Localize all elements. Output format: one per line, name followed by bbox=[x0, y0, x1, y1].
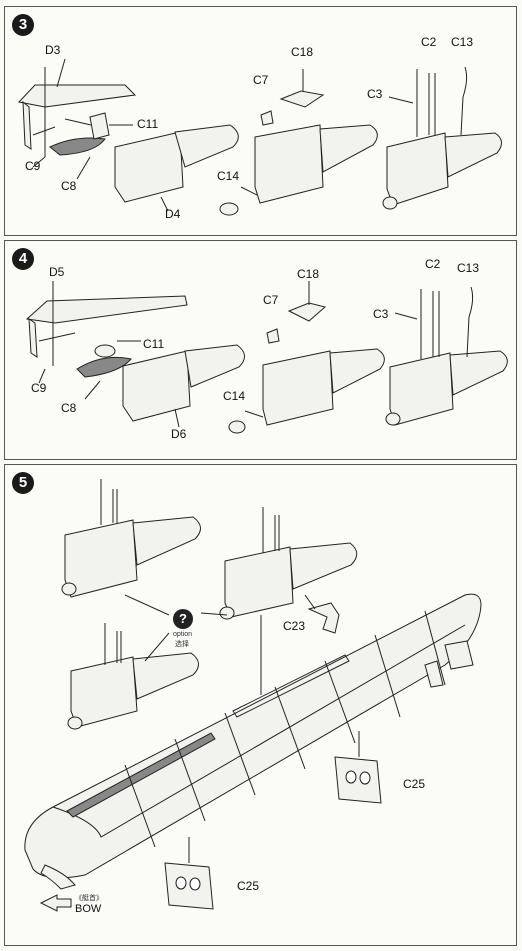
label-c2: C2 bbox=[421, 35, 437, 49]
step-number: 5 bbox=[12, 472, 34, 494]
option-tower-2 bbox=[200, 507, 358, 695]
label-c25-right: C25 bbox=[403, 777, 426, 791]
label-c3: C3 bbox=[367, 87, 383, 101]
bow-label-cn: 《艇首》 bbox=[75, 895, 103, 902]
label-c7: C7 bbox=[263, 293, 279, 307]
label-c25-left: C25 bbox=[237, 879, 260, 893]
option-label-cn: 选择 bbox=[175, 641, 189, 648]
label-c13: C13 bbox=[457, 261, 480, 275]
step-4-panel: 4 bbox=[4, 240, 517, 460]
step-4-drawing bbox=[25, 281, 508, 434]
label-c11: C11 bbox=[137, 117, 159, 131]
bow-label: BOW bbox=[75, 903, 102, 915]
label-c7: C7 bbox=[253, 73, 269, 87]
submarine-hull bbox=[24, 593, 482, 890]
option-tower-3 bbox=[67, 623, 199, 730]
right-tower bbox=[382, 66, 502, 210]
step-3-drawing bbox=[18, 58, 502, 216]
exploded-tower bbox=[18, 58, 239, 212]
step-3-panel: 3 bbox=[4, 6, 517, 236]
bow-arrow bbox=[39, 894, 72, 912]
step-5-drawing bbox=[24, 479, 482, 912]
label-d4: D4 bbox=[165, 207, 181, 221]
stand-c25-right bbox=[334, 731, 382, 804]
step-number: 4 bbox=[12, 248, 34, 270]
right-tower bbox=[385, 286, 508, 426]
label-c2: C2 bbox=[425, 257, 441, 271]
part-c23 bbox=[307, 602, 340, 634]
label-d6: D6 bbox=[171, 427, 187, 441]
label-c9: C9 bbox=[31, 381, 47, 395]
middle-tower bbox=[228, 281, 385, 434]
middle-tower bbox=[219, 69, 378, 216]
label-c8: C8 bbox=[61, 179, 77, 193]
label-c18: C18 bbox=[291, 45, 314, 59]
label-c14: C14 bbox=[217, 169, 240, 183]
label-d3: D3 bbox=[45, 43, 61, 57]
option-label: option bbox=[173, 631, 193, 638]
label-d5: D5 bbox=[49, 265, 65, 279]
label-c14: C14 bbox=[223, 389, 246, 403]
label-c11: C11 bbox=[143, 337, 165, 351]
label-c13: C13 bbox=[451, 35, 474, 49]
step-number: 3 bbox=[12, 14, 34, 36]
exploded-tower bbox=[25, 281, 245, 428]
label-c18: C18 bbox=[297, 267, 320, 281]
step-5-panel: 5 bbox=[4, 464, 517, 946]
stand-c25-left bbox=[164, 837, 214, 910]
option-icon: ? bbox=[173, 609, 193, 629]
label-c3: C3 bbox=[373, 307, 389, 321]
option-tower-1 bbox=[61, 479, 201, 616]
label-c9: C9 bbox=[25, 159, 41, 173]
label-c8: C8 bbox=[61, 401, 77, 415]
label-c23: C23 bbox=[283, 619, 306, 633]
